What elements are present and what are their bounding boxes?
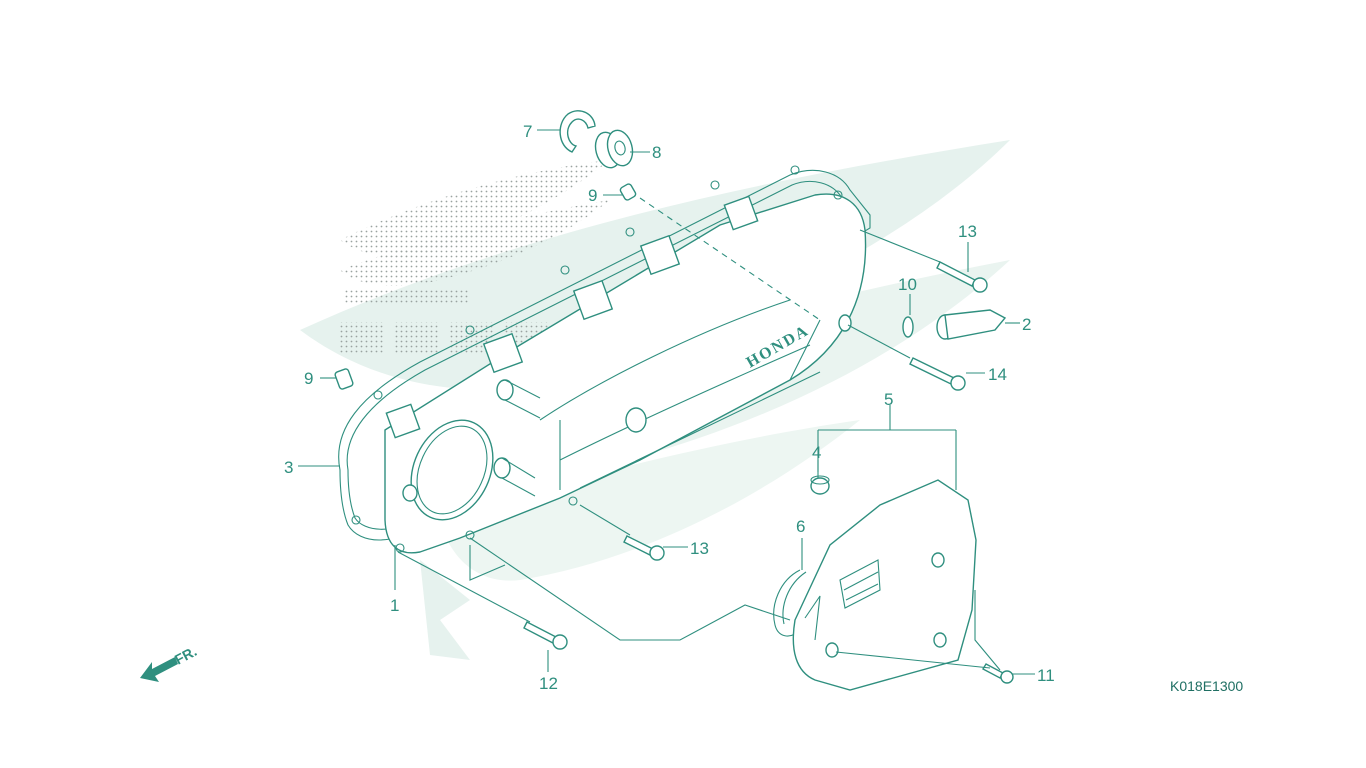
callout-7: 7	[523, 122, 532, 141]
cover-assembly-part-5	[792, 479, 977, 691]
grommet-part-4	[810, 475, 830, 495]
front-arrow-icon	[140, 657, 178, 682]
callout-13-lower: 13	[690, 539, 709, 558]
callout-6: 6	[796, 517, 805, 536]
bolt-part-13-upper	[936, 261, 988, 293]
circlip-part-7	[559, 110, 596, 153]
callout-8: 8	[652, 143, 661, 162]
callout-11: 11	[1037, 666, 1055, 685]
callout-9-left: 9	[304, 369, 313, 388]
callout-9-upper: 9	[588, 186, 597, 205]
bolt-part-13-lower	[623, 535, 665, 561]
left-crankcase-cover-part-1: HONDA	[384, 190, 867, 554]
bearing-part-8	[594, 129, 634, 169]
callout-13-upper: 13	[958, 222, 977, 241]
seal-part-6	[773, 569, 807, 637]
front-direction-indicator: FR.	[140, 643, 199, 682]
honda-dotted-watermark	[340, 160, 610, 354]
callout-10: 10	[898, 275, 917, 294]
callout-5: 5	[884, 390, 893, 409]
callout-1: 1	[390, 596, 399, 615]
dowel-pin-part-9-left	[334, 368, 354, 390]
bolt-part-12	[523, 621, 568, 650]
callout-4: 4	[812, 443, 821, 462]
callout-2: 2	[1022, 315, 1031, 334]
callout-14: 14	[988, 365, 1007, 384]
callout-3: 3	[284, 458, 293, 477]
callout-12: 12	[539, 674, 558, 693]
oil-filler-cap-part-2	[936, 309, 1007, 340]
callout-labels: 7 8 9 9 3 1 13 10 2 14 5 4 6 13 12 11	[284, 122, 1055, 693]
dowel-pin-part-9-upper	[619, 183, 637, 201]
bolt-part-14	[909, 357, 966, 391]
o-ring-part-10	[902, 316, 914, 338]
diagram-code: K018E1300	[1170, 678, 1243, 694]
leader-lines	[298, 129, 1035, 675]
